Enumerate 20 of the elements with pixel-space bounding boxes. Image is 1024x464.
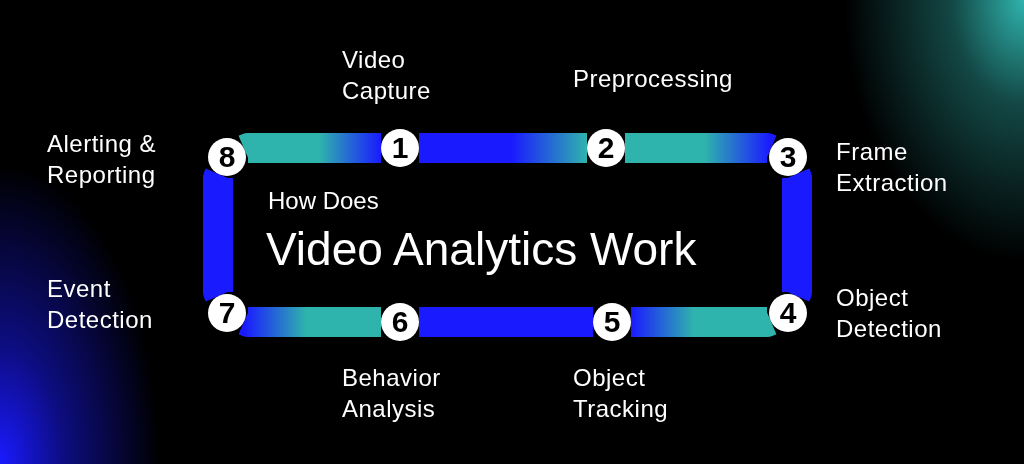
step-number-circle: 6	[381, 303, 419, 341]
heading: Video Analytics Work	[266, 222, 697, 276]
step-number-circle: 4	[769, 294, 807, 332]
step-label: Video Capture	[342, 45, 432, 106]
heading-intro: How Does	[268, 187, 379, 215]
step-number-circle: 8	[208, 138, 246, 176]
step-number-circle: 1	[381, 129, 419, 167]
track-segment	[419, 307, 593, 337]
step-label: Object Tracking	[573, 363, 670, 424]
step-label: Event Detection	[47, 274, 154, 335]
step-label: Alerting & Reporting	[47, 129, 158, 190]
step-number-circle: 5	[593, 303, 631, 341]
step-number-circle: 7	[208, 294, 246, 332]
track-segment	[419, 133, 587, 163]
step-number-circle: 3	[769, 138, 807, 176]
step-label: Preprocessing	[573, 64, 734, 94]
step-number-circle: 2	[587, 129, 625, 167]
step-label: Object Detection	[836, 283, 943, 344]
step-label: Behavior Analysis	[342, 363, 442, 424]
step-label: Frame Extraction	[836, 137, 949, 198]
